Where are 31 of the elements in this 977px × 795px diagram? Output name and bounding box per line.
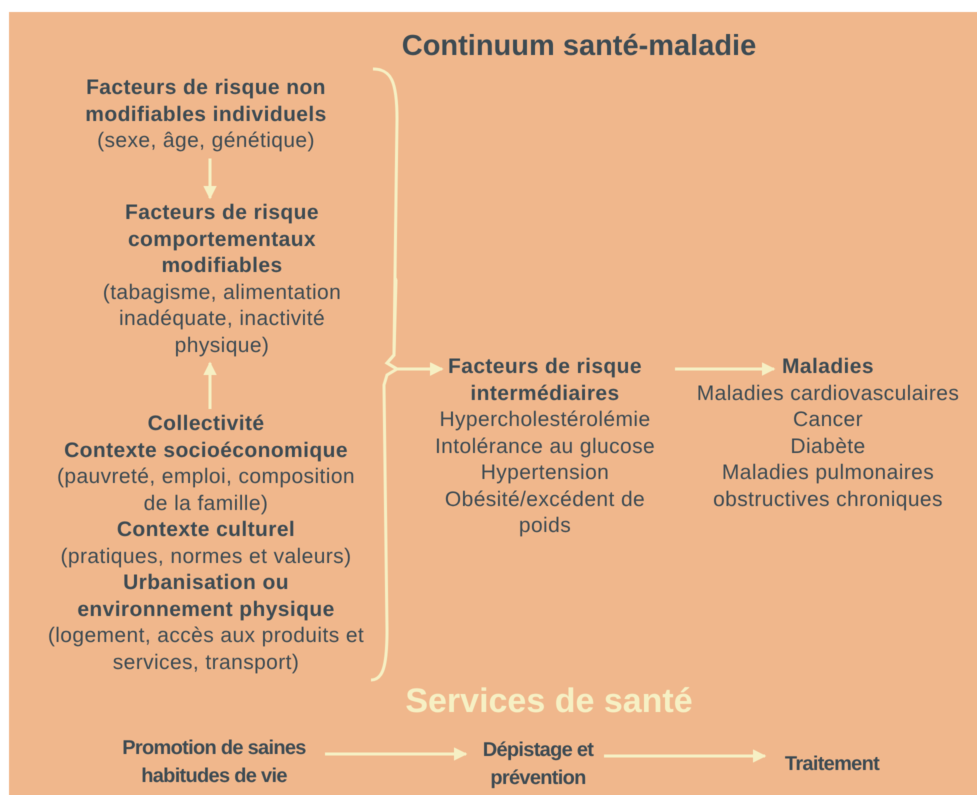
arrow (203, 362, 217, 409)
node-heading: Maladies (781, 354, 875, 380)
diagram-title: Continuum santé-maladie (400, 30, 758, 63)
node-text: (tabagisme, alimentation inadéquate, inactivité physique) (102, 280, 342, 358)
node-heading: Collectivité (146, 411, 266, 437)
arrow (203, 158, 217, 200)
node-text: Diabète (789, 434, 867, 460)
node-text: (sexe, âge, génétique) (96, 128, 316, 154)
node-heading: Traitement (784, 752, 880, 777)
node-heading: Promotion de saines habitudes de vie (121, 736, 307, 789)
arrow (675, 362, 776, 376)
node-text: Intolérance au glucose (434, 434, 656, 460)
node-text: (pauvreté, emploi, composition de la famille) (56, 464, 356, 516)
node-text: Hypertension (480, 460, 610, 486)
node-text: (logement, accès aux produits et services, transport) (46, 623, 366, 676)
node-heading: Facteurs de risque intermédiaires (447, 354, 643, 406)
node-heading: Facteurs de risque comportementaux modifiables (124, 200, 320, 279)
node-heading: Contexte socioéconomique (63, 438, 349, 464)
node-heading: Contexte culturel (116, 517, 296, 543)
node-text: Cancer (792, 407, 864, 433)
node-text: Obésité/excédent de poids (444, 486, 646, 539)
arrow (325, 747, 468, 761)
node-text: (pratiques, normes et valeurs) (60, 544, 352, 570)
section-heading: Services de santé (404, 682, 694, 721)
node-text: Maladies cardiovasculaires (696, 380, 960, 406)
node-heading: Urbanisation ou environnement physique (76, 570, 336, 622)
node-heading: Dépistage et prévention (482, 738, 595, 791)
arrow (604, 749, 766, 763)
node-text: Hypercholestérolémie (438, 407, 652, 433)
node-heading: Facteurs de risque non modifiables individuels (84, 75, 328, 128)
node-text: Maladies pulmonaires obstructives chroniques (712, 460, 944, 512)
